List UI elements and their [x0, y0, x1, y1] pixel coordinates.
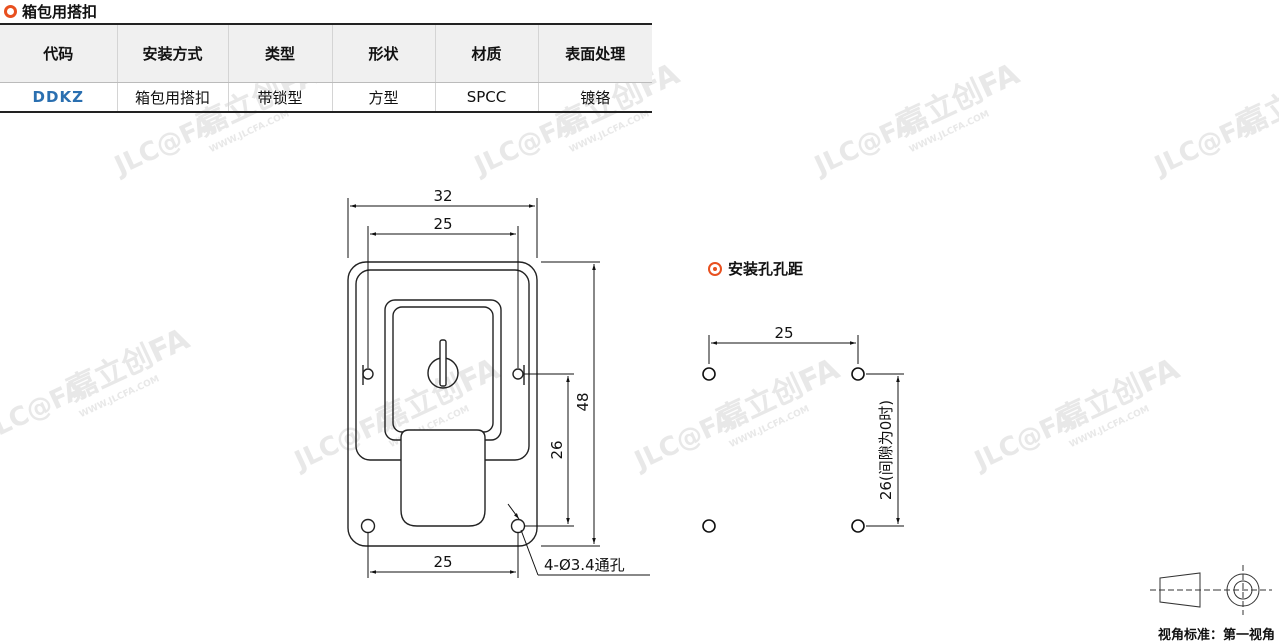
rivet-right	[512, 368, 524, 380]
mounting-hole-pattern	[702, 367, 865, 533]
dim-label-26: 26	[548, 440, 566, 459]
dim-label-48: 48	[574, 392, 592, 411]
cell-install: 箱包用搭扣	[116, 82, 228, 113]
mount-dim-label-height: 26(间隙为0时)	[877, 400, 895, 500]
table-header-row: 代码 安装方式 类型 形状 材质 表面处理	[0, 23, 652, 83]
dim-label-25-bottom: 25	[433, 553, 452, 571]
mount-hole-right	[510, 518, 526, 534]
header-code: 代码	[0, 23, 117, 83]
hole-top-left	[702, 367, 716, 381]
rivet-left	[362, 368, 374, 380]
target-bullet-icon	[708, 261, 722, 276]
header-finish: 表面处理	[537, 23, 652, 83]
header-shape: 形状	[331, 23, 435, 83]
header-install: 安装方式	[116, 23, 228, 83]
header-material: 材质	[434, 23, 538, 83]
first-angle-projection-icon	[1150, 565, 1272, 615]
latch-front-view	[347, 261, 538, 547]
hole-callout-label: 4-Ø3.4通孔	[544, 556, 625, 574]
section-title-text: 箱包用搭扣	[22, 2, 98, 21]
mounting-section-title: 安装孔孔距	[708, 258, 803, 279]
hole-top-right	[851, 367, 865, 381]
cell-shape: 方型	[331, 82, 435, 113]
dim-label-32: 32	[433, 187, 452, 205]
view-standard-caption: 视角标准：第一视角	[1157, 628, 1275, 643]
latch-outer-plate	[347, 261, 538, 547]
section-title: 箱包用搭扣	[4, 0, 97, 22]
mount-dim-label-width: 25	[774, 324, 793, 342]
table-row: DDKZ 箱包用搭扣 带锁型 方型 SPCC 镀铬	[0, 82, 652, 113]
latch-hasp	[400, 429, 486, 527]
cell-material: SPCC	[434, 82, 538, 113]
keyhole-slot	[439, 339, 447, 387]
cell-type: 带锁型	[227, 82, 332, 113]
hole-bottom-left	[702, 519, 716, 533]
mount-hole-left	[360, 518, 376, 534]
mounting-title-text: 安装孔孔距	[728, 260, 804, 278]
cell-code: DDKZ	[0, 82, 117, 113]
ring-bullet-icon	[4, 4, 17, 18]
header-type: 类型	[227, 23, 332, 83]
hole-bottom-right	[851, 519, 865, 533]
dim-label-25-top: 25	[433, 215, 452, 233]
cell-finish: 镀铬	[537, 82, 652, 113]
spec-table: 代码 安装方式 类型 形状 材质 表面处理 DDKZ 箱包用搭扣 带锁型 方型 …	[0, 23, 652, 113]
